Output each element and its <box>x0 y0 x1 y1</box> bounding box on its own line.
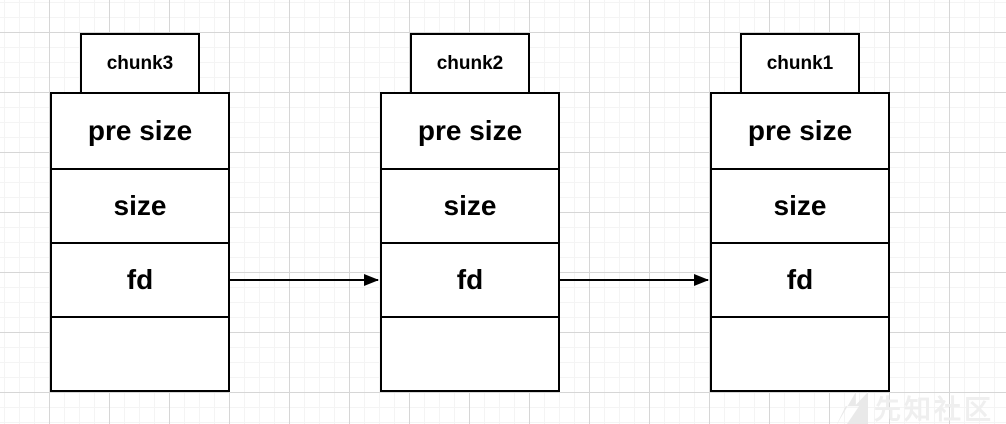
chunk2-title: chunk2 <box>436 52 504 74</box>
chunk3-title: chunk3 <box>106 52 174 74</box>
chunk2-row-pre-size: pre size <box>417 115 523 146</box>
chunk2-body: pre size size fd <box>380 92 560 392</box>
chunk1-row-size: size <box>712 168 888 242</box>
chunk3-body: pre size size fd <box>50 92 230 392</box>
chunk3-title-box: chunk3 <box>80 33 200 94</box>
chunk1-row-pre-size: pre size <box>747 115 853 146</box>
chunk2-title-box: chunk2 <box>410 33 530 94</box>
chunk1-row-empty <box>712 316 888 390</box>
chunk3-row-empty <box>52 316 228 390</box>
chunk2-row-empty <box>382 316 558 390</box>
chunk1-title: chunk1 <box>766 52 834 74</box>
chunk2-row-size: size <box>382 168 558 242</box>
chunk2-row-fd: fd <box>382 242 558 316</box>
chunk3-row-size: size <box>52 168 228 242</box>
chunk1-body: pre size size fd <box>710 92 890 392</box>
chunk3-row-pre-size: pre size <box>87 115 193 146</box>
chunk3-row-fd: fd <box>52 242 228 316</box>
chunk1-row-fd: fd <box>712 242 888 316</box>
chunk1-title-box: chunk1 <box>740 33 860 94</box>
